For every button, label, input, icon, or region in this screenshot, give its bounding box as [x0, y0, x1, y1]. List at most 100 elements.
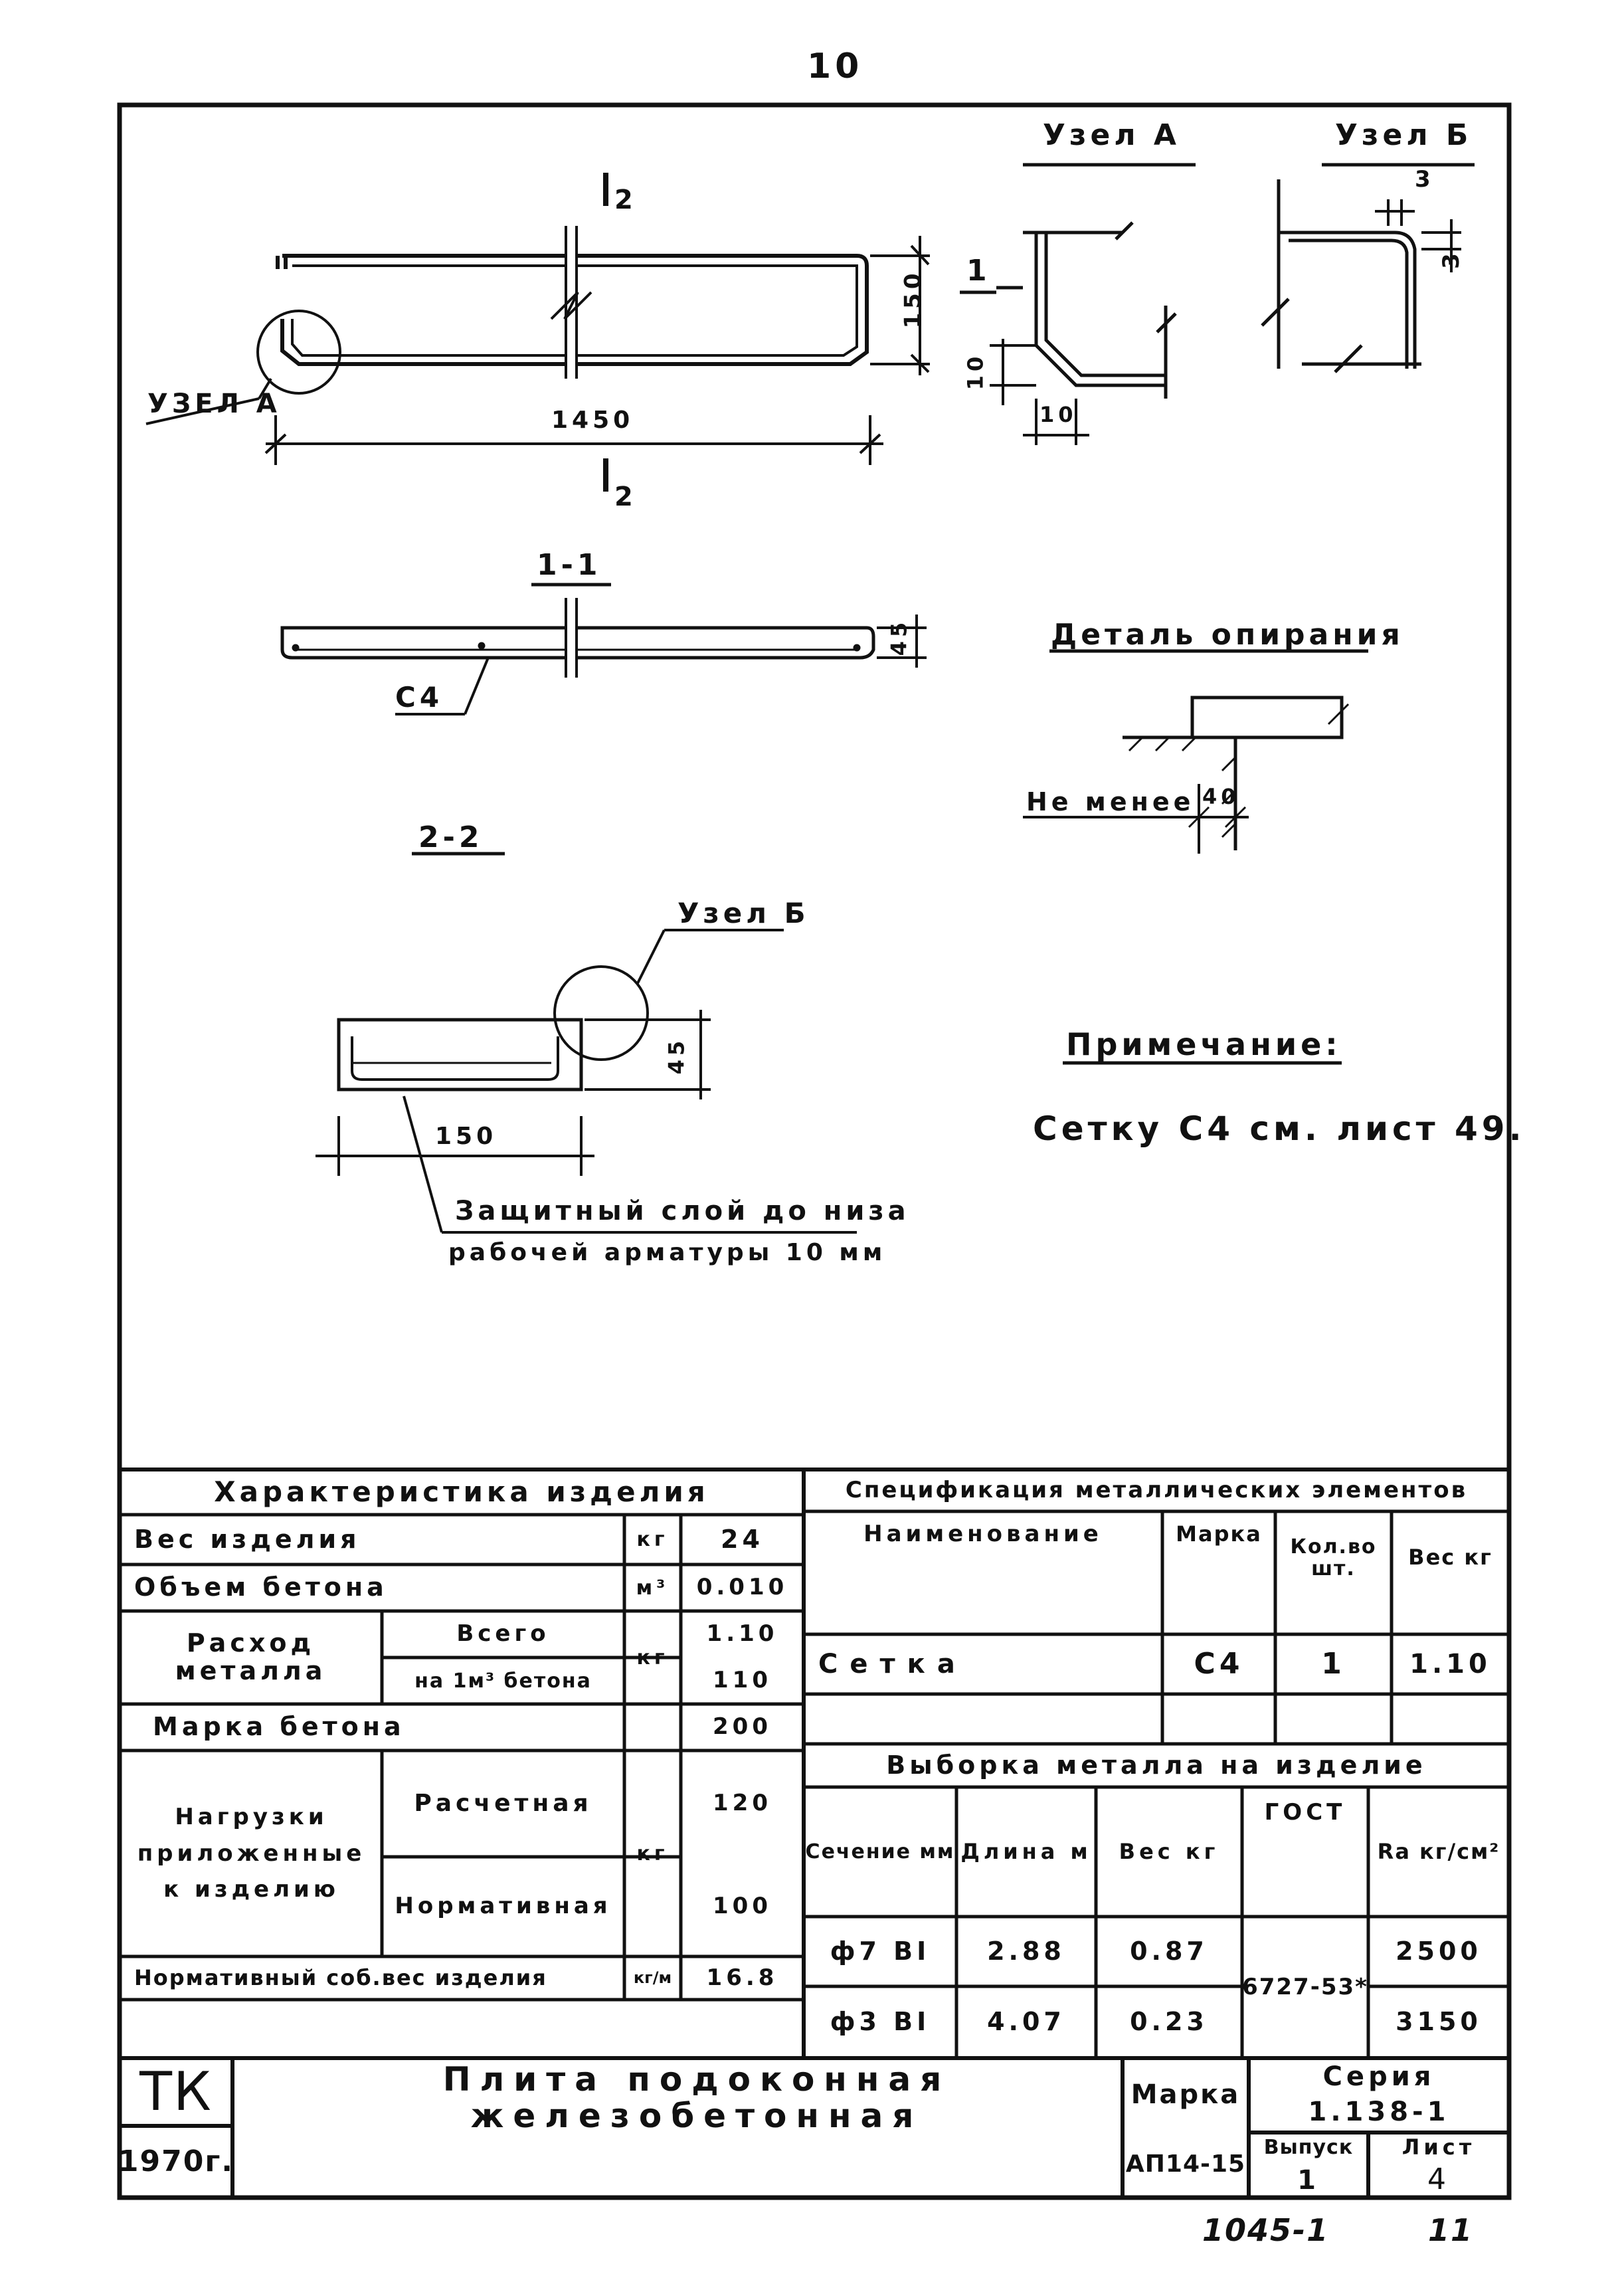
ms-header-weight: Вес кг — [1119, 1838, 1219, 1864]
specification-grid — [804, 1509, 1509, 2058]
self-weight-value: 16.8 — [706, 1964, 778, 1991]
node-a-title: Узел А — [1043, 118, 1180, 152]
ms-header-length: Длина м — [960, 1838, 1092, 1864]
sheet-frame — [117, 102, 1512, 2200]
characteristics-grid — [120, 1513, 804, 2002]
bearing-detail — [1023, 649, 1368, 854]
node-a-detail — [960, 221, 1177, 445]
specification-title: Спецификация металлических элементов — [845, 1476, 1468, 1503]
cover-note-line1: Защитный слой до низа — [455, 1196, 910, 1226]
mark-value: АП14-15 — [1125, 2150, 1246, 2178]
series-value: 1.138-1 — [1308, 2097, 1450, 2127]
metal-total-label: Всего — [456, 1620, 550, 1648]
metal-total-value: 1.10 — [706, 1620, 778, 1648]
ms-row2-section: ф3 ВI — [830, 2007, 931, 2037]
section-1-1-title: 1-1 — [537, 548, 602, 582]
metal-selection-title: Выборка металла на изделие — [886, 1750, 1427, 1780]
node-a-label: УЗЕЛ А — [147, 389, 281, 419]
sheet-label: Лист — [1401, 2134, 1476, 2160]
section-1-1-view — [280, 583, 927, 715]
spec-row-qty: 1 — [1321, 1646, 1346, 1681]
dim-150-section-2: 150 — [435, 1123, 497, 1150]
note-title: Примечание: — [1066, 1026, 1342, 1062]
concrete-volume-label: Объем бетона — [134, 1572, 388, 1602]
org-code: ТК — [139, 2061, 213, 2123]
concrete-grade-label: Марка бетона — [153, 1712, 405, 1742]
self-weight-unit: кг/м — [633, 1968, 672, 1988]
series-label: Серия — [1322, 2061, 1435, 2092]
spec-row-mark: С4 — [1194, 1646, 1244, 1681]
node-a-callout — [256, 310, 341, 395]
footer-number: 11 — [1428, 2212, 1474, 2248]
page-number: 10 — [807, 47, 863, 86]
spec-header-name: Наименование — [863, 1521, 1103, 1548]
ms-row2-weight: 0.23 — [1130, 2007, 1208, 2037]
metal-consumption-unit: кг — [636, 1646, 669, 1669]
ms-row1-length: 2.88 — [987, 1936, 1065, 1966]
weight-value: 24 — [721, 1524, 764, 1554]
section-marker-bottom: 2 — [614, 482, 637, 512]
self-weight-label: Нормативный соб.вес изделия — [134, 1964, 547, 1990]
ms-header-section: Сечение мм — [805, 1840, 955, 1863]
footer-code: 1045-1 — [1202, 2212, 1330, 2248]
node-b-detail — [1261, 179, 1461, 373]
ms-header-ra: Ra кг/см² — [1377, 1838, 1500, 1864]
section-marker-1: 1 — [966, 254, 991, 288]
label-c4: С4 — [395, 681, 444, 713]
slab-plan-view — [276, 226, 869, 379]
ms-row2-ra: 3150 — [1396, 2007, 1482, 2037]
dim-45-section-2: 45 — [664, 1036, 689, 1075]
dim-3-top: 3 — [1415, 166, 1435, 193]
mark-label: Марка — [1130, 2079, 1241, 2110]
spec-header-mark: Марка — [1176, 1521, 1262, 1547]
title-block-grid — [120, 2058, 1509, 2198]
product-name: Плита подоконная железобетонная — [442, 2060, 951, 2135]
load-normative-label: Нормативная — [395, 1893, 612, 1920]
concrete-grade-value: 200 — [713, 1713, 772, 1741]
dim-150-vertical: 150 — [899, 269, 927, 329]
weight-unit: кг — [636, 1528, 669, 1551]
not-less-label: Не менее — [1026, 787, 1195, 816]
cover-note-line2: рабочей арматуры 10 мм — [448, 1239, 887, 1266]
section-marker-top: 2 — [614, 185, 637, 215]
dim-40: 40 — [1202, 784, 1240, 809]
spec-header-qty: Кол.во шт. — [1290, 1535, 1377, 1580]
load-design-label: Расчетная — [414, 1790, 592, 1818]
loads-label: Нагрузки приложенные к изделию — [137, 1804, 366, 1903]
issue-value: 1 — [1297, 2164, 1320, 2196]
concrete-volume-unit: м³ — [636, 1576, 670, 1600]
issue-label: Выпуск — [1263, 2136, 1354, 2159]
spec-row-weight: 1.10 — [1409, 1649, 1491, 1679]
node-b-callout — [553, 965, 649, 1061]
detail-bearing-title: Деталь опирания — [1051, 618, 1404, 652]
metal-per-m3-value: 110 — [713, 1667, 772, 1694]
dim-10-horizontal: 10 — [1039, 402, 1077, 427]
metal-per-m3-label: на 1м³ бетона — [414, 1669, 592, 1693]
concrete-volume-value: 0.010 — [696, 1574, 788, 1601]
ms-row1-section: ф7 ВI — [830, 1936, 931, 1966]
section-2-2-title: 2-2 — [418, 820, 484, 854]
sheet-value: 4 — [1427, 2162, 1450, 2197]
ms-row1-weight: 0.87 — [1130, 1936, 1208, 1966]
dim-45-section-1: 45 — [886, 618, 912, 656]
ms-row2-length: 4.07 — [987, 2007, 1065, 2037]
weight-label: Вес изделия — [134, 1524, 361, 1554]
node-b-title: Узел Б — [1335, 118, 1473, 152]
dim-3-side: 3 — [1437, 249, 1465, 269]
ms-gost-value: 6727-53* — [1242, 1973, 1368, 2000]
year: 1970г. — [118, 2144, 234, 2178]
dim-1450: 1450 — [551, 407, 634, 434]
characteristics-title: Характеристика изделия — [214, 1475, 709, 1508]
loads-unit: кг — [636, 1842, 669, 1865]
ms-row1-ra: 2500 — [1396, 1936, 1482, 1966]
ms-header-gost: ГОСТ — [1264, 1799, 1346, 1826]
metal-consumption-label: Расход металла — [175, 1628, 327, 1685]
node-b-label: Узел Б — [677, 897, 810, 929]
spec-header-weight: Вес кг — [1408, 1545, 1492, 1570]
section-2-2-view — [316, 852, 857, 1234]
spec-row-name: Сетка — [818, 1649, 967, 1679]
dim-10-vertical: 10 — [962, 352, 988, 391]
note-text: Сетку С4 см. лист 49. — [1033, 1109, 1526, 1148]
load-normative-value: 100 — [713, 1893, 772, 1920]
